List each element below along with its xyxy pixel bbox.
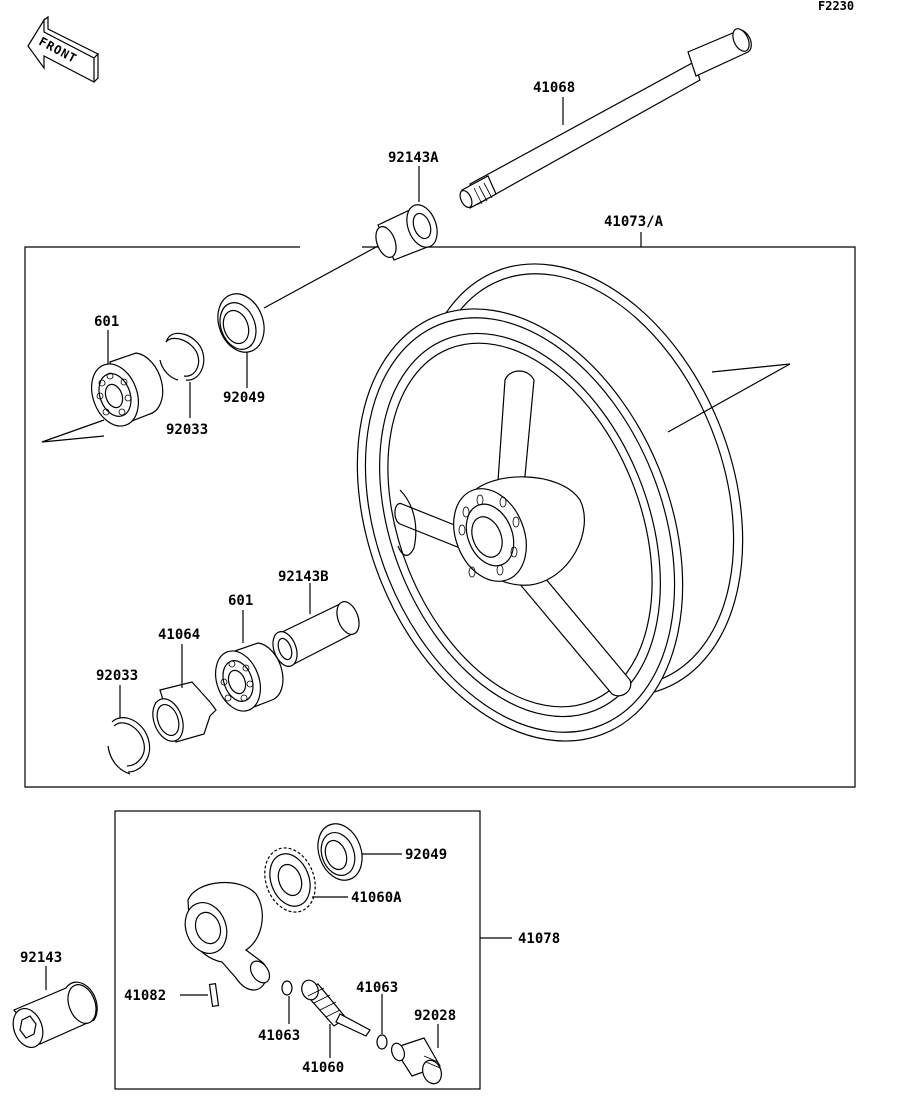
label-41060: 41060 [302, 1060, 344, 1076]
front-arrow-icon: FRONT [27, 15, 99, 83]
drive-gear [264, 847, 316, 913]
label-41063-right: 41063 [356, 980, 398, 996]
label-41063-left: 41063 [258, 1028, 300, 1044]
figure-code: F2230 [818, 0, 854, 13]
label-92033-bottom: 92033 [96, 668, 138, 684]
collar-92143A [375, 204, 438, 261]
label-92049-gear: 92049 [405, 847, 447, 863]
speedo-gear-box [114, 810, 481, 1090]
label-41064: 41064 [158, 627, 200, 643]
label-92143: 92143 [20, 950, 62, 966]
oil-seal-top [217, 293, 265, 353]
label-92028: 92028 [414, 1008, 456, 1024]
pin-41082 [208, 983, 220, 1007]
label-92049-top: 92049 [223, 390, 265, 406]
bushing-92028 [390, 1037, 443, 1085]
front-wheel-rim [356, 263, 744, 742]
label-41078: 41078 [518, 931, 560, 947]
pinion-gear [300, 979, 371, 1037]
label-601-bottom: 601 [228, 593, 253, 609]
label-41073A: 41073/A [604, 214, 664, 230]
bearing-top [91, 352, 164, 427]
label-601-top: 601 [94, 314, 119, 330]
wheel-assembly-box [24, 246, 856, 788]
collar-92143B [272, 601, 360, 667]
retainer-41064 [152, 681, 217, 743]
label-41060A: 41060A [351, 890, 402, 906]
circlip-top [159, 332, 205, 381]
gear-housing [184, 881, 271, 991]
washer-left [281, 980, 293, 996]
axle-shaft [459, 28, 752, 209]
oil-seal-gear [317, 823, 363, 881]
washer-right [376, 1034, 388, 1050]
label-92143B: 92143B [278, 569, 329, 585]
bearing-bottom [214, 642, 284, 712]
collar-92143 [12, 981, 98, 1048]
label-41082: 41082 [124, 988, 166, 1004]
label-92143A: 92143A [388, 150, 439, 166]
label-92033-top: 92033 [166, 422, 208, 438]
circlip-bottom [107, 717, 151, 775]
label-41068: 41068 [533, 80, 575, 96]
